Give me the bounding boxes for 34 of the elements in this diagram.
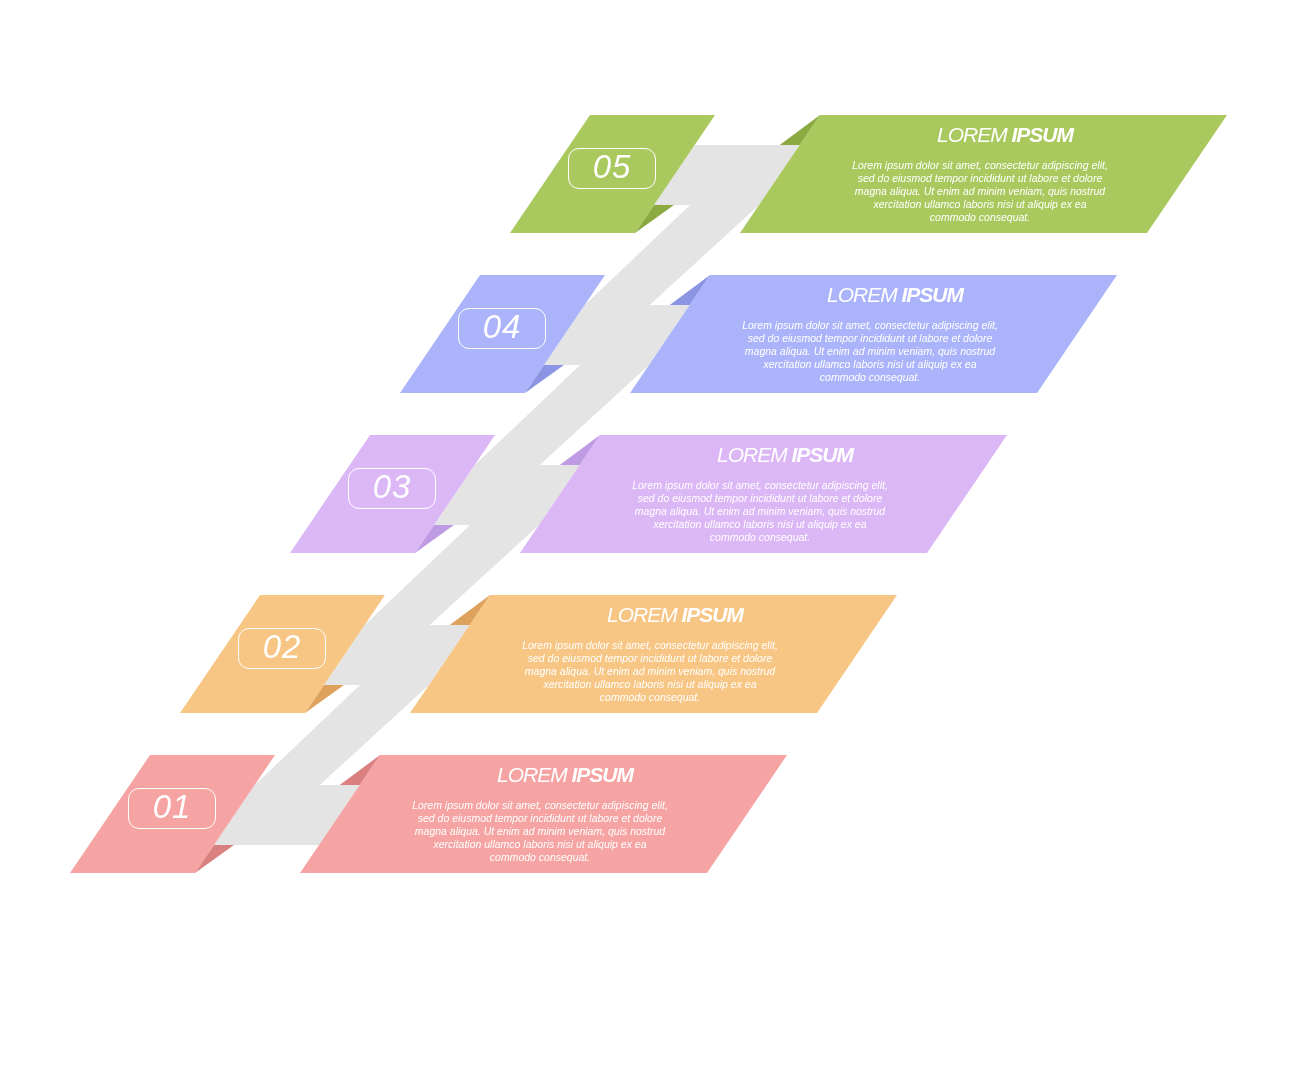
- connector-strip: [364, 525, 539, 625]
- step-description: Lorem ipsum dolor sit amet, consectetur adipiscing elit, sed do eiusmod tempor incididunt ut labore et dolore magna aliqua. Ut enim ad minim veniam, quis nostrud xercitation ullamco laboris nisi ut aliquip ex ea commodo consequat.: [741, 319, 999, 384]
- step-number-tile: [180, 595, 385, 713]
- step-panel: [520, 435, 1007, 553]
- connector-strip: [584, 205, 759, 305]
- step-heading: LOREM IPSUM: [936, 123, 1075, 147]
- connector-strip: [254, 685, 429, 785]
- connector-band: [434, 465, 580, 525]
- connector-band: [214, 785, 360, 845]
- step-number-badge: 05: [568, 148, 656, 189]
- connector-band: [654, 145, 800, 205]
- step-number-badge: 04: [458, 308, 546, 349]
- step-number-badge: 02: [238, 628, 326, 669]
- step-panel: [410, 595, 897, 713]
- step-number-tile: [290, 435, 495, 553]
- step-panel: [740, 115, 1227, 233]
- step-number-badge: 03: [348, 468, 436, 509]
- step-number-tile: [70, 755, 275, 873]
- step-description: Lorem ipsum dolor sit amet, consectetur adipiscing elit, sed do eiusmod tempor incididunt ut labore et dolore magna aliqua. Ut enim ad minim veniam, quis nostrud xercitation ullamco laboris nisi ut aliquip ex ea commodo consequat.: [851, 159, 1109, 224]
- step-number-tile: [400, 275, 605, 393]
- connector-band: [544, 305, 690, 365]
- step-heading: LOREM IPSUM: [826, 283, 965, 307]
- step-description: Lorem ipsum dolor sit amet, consectetur adipiscing elit, sed do eiusmod tempor incididunt ut labore et dolore magna aliqua. Ut enim ad minim veniam, quis nostrud xercitation ullamco laboris nisi ut aliquip ex ea commodo consequat.: [521, 639, 779, 704]
- step-heading: LOREM IPSUM: [716, 443, 855, 467]
- step-number-badge: 01: [128, 788, 216, 829]
- step-number-tile: [510, 115, 715, 233]
- step-heading: LOREM IPSUM: [606, 603, 745, 627]
- step-panel: [630, 275, 1117, 393]
- step-heading: LOREM IPSUM: [496, 763, 635, 787]
- connector-band: [324, 625, 470, 685]
- step-description: Lorem ipsum dolor sit amet, consectetur adipiscing elit, sed do eiusmod tempor incididunt ut labore et dolore magna aliqua. Ut enim ad minim veniam, quis nostrud xercitation ullamco laboris nisi ut aliquip ex ea commodo consequat.: [411, 799, 669, 864]
- step-description: Lorem ipsum dolor sit amet, consectetur adipiscing elit, sed do eiusmod tempor incididunt ut labore et dolore magna aliqua. Ut enim ad minim veniam, quis nostrud xercitation ullamco laboris nisi ut aliquip ex ea commodo consequat.: [631, 479, 889, 544]
- step-panel: [300, 755, 787, 873]
- connector-strip: [474, 365, 649, 465]
